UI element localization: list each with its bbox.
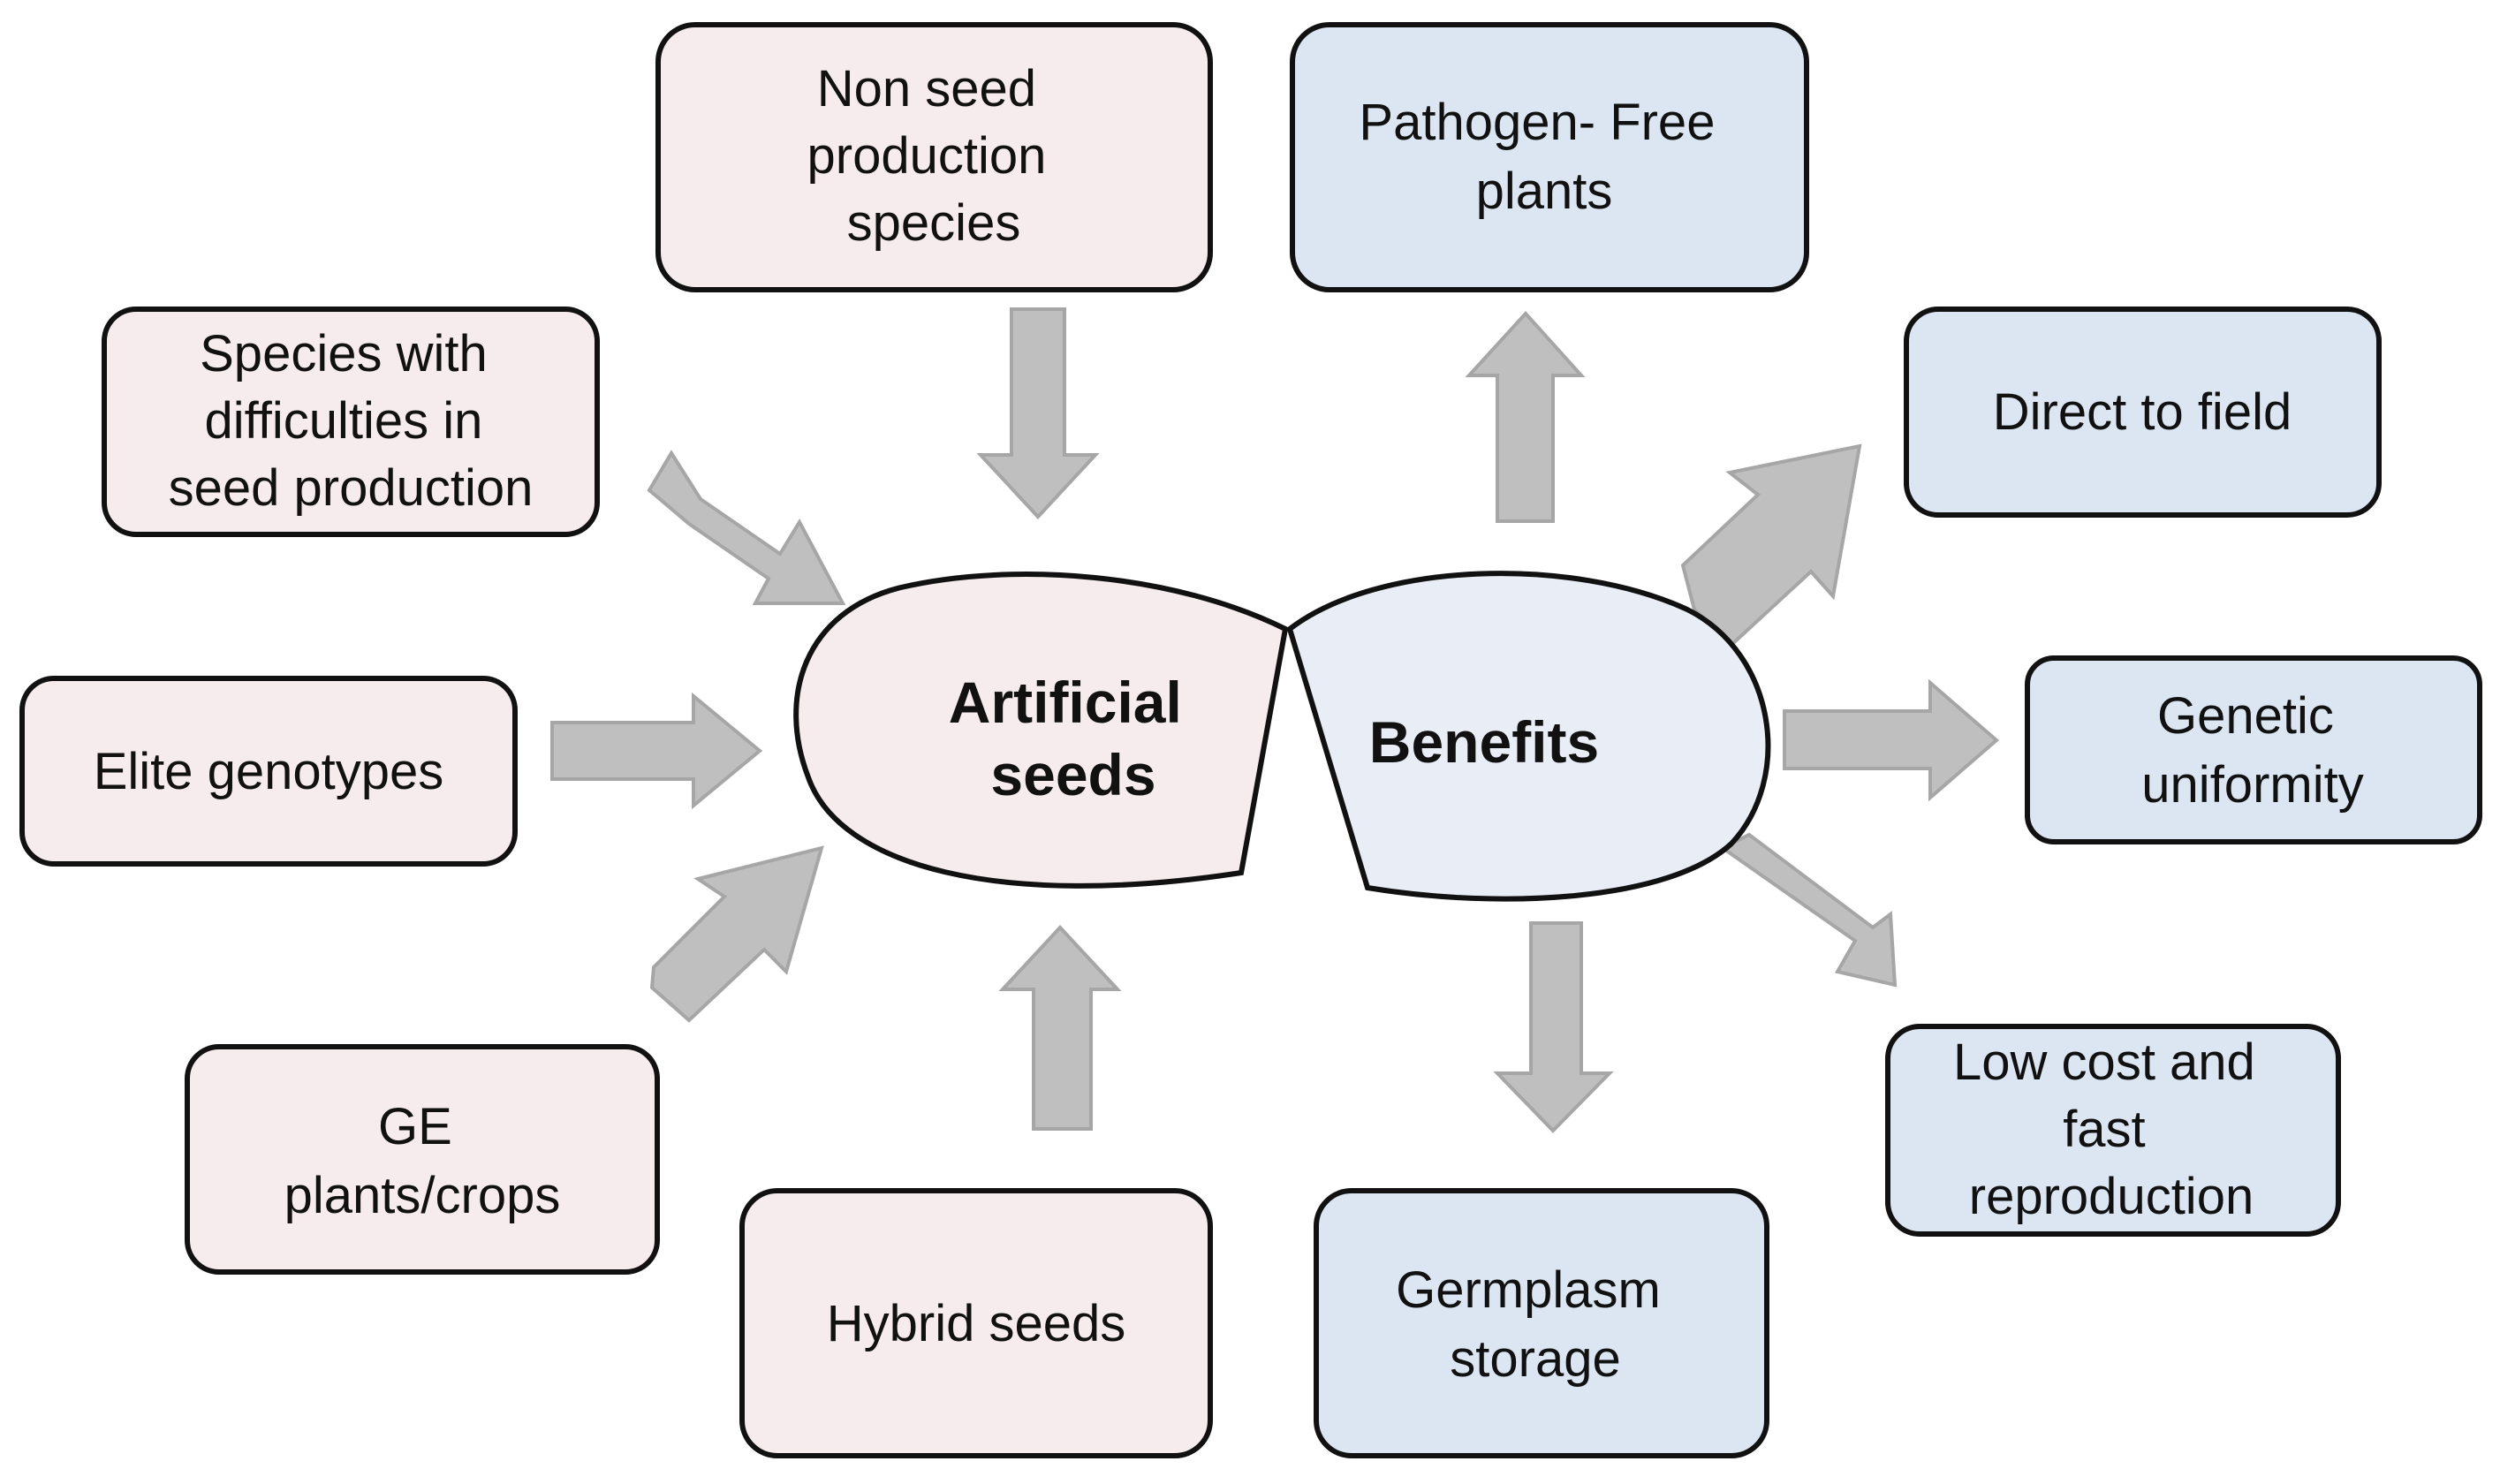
genetic-uniformity-line-1: Genetic	[2157, 687, 2334, 745]
species-difficulties-line-1: Species with	[200, 325, 488, 382]
arrow-from-elite-genotypes	[550, 692, 763, 810]
svg-text:Low cost and fast: Low cost and fast reproduction	[1953, 1034, 2269, 1225]
species-difficulties-line-3: seed production	[169, 459, 534, 517]
svg-text:GE plants/crops: GE plants/crops	[284, 1098, 561, 1224]
ge-plants-line-2: plants/crops	[284, 1167, 561, 1224]
pathogen-free-line-1: Pathogen- Free	[1359, 94, 1715, 151]
svg-text:Elite genotypes: Elite genotypes	[94, 743, 444, 800]
svg-text:Direct to field: Direct to field	[1993, 383, 2292, 441]
benefit-boxes: Pathogen- Free plants Direct to field Ge…	[1290, 22, 2482, 1458]
germplasm-line-2: storage	[1450, 1330, 1620, 1388]
low-cost-line-3: reproduction	[1969, 1168, 2254, 1225]
low-cost-line-1: Low cost and	[1953, 1034, 2255, 1091]
benefits-label: Benefits	[1369, 709, 1599, 775]
species-difficulties-line-2: difficulties in	[205, 392, 483, 450]
arrow-to-pathogen-free	[1465, 311, 1586, 523]
svg-text:Artificial seeds: Artificial seeds	[949, 670, 1198, 807]
svg-text:Non seed production: Non seed production species	[807, 60, 1061, 252]
germplasm-line-1: Germplasm	[1396, 1261, 1661, 1319]
source-box-ge-plants-crops: GE plants/crops	[185, 1044, 660, 1275]
benefit-box-genetic-uniformity: Genetic uniformity	[2025, 655, 2482, 844]
direct-to-field-line-1: Direct to field	[1993, 383, 2292, 441]
arrow-to-low-cost	[1719, 832, 1898, 988]
benefits-shape	[1286, 571, 1771, 902]
pathogen-free-line-2: plants	[1476, 163, 1613, 220]
benefit-box-pathogen-free-plants: Pathogen- Free plants	[1290, 22, 1809, 292]
arrows	[550, 307, 2000, 1133]
arrow-to-germplasm	[1493, 921, 1614, 1133]
arrow-from-species-difficulties	[647, 450, 846, 605]
svg-text:Species with difficult: Species with difficulties in seed produc…	[169, 325, 534, 517]
non-seed-line-1: Non seed	[817, 60, 1036, 117]
svg-text:Genetic uniformity: Genetic uniformity	[2141, 687, 2363, 814]
svg-text:Germplasm storage: Germplasm storage	[1396, 1261, 1675, 1388]
center-seed: Artificial seeds Benefits	[793, 571, 1771, 902]
artificial-seeds-label-line-2: seeds	[990, 742, 1155, 807]
svg-text:Pathogen- Free plants: Pathogen- Free plants	[1359, 94, 1729, 220]
artificial-seeds-shape	[793, 572, 1289, 889]
non-seed-line-3: species	[847, 194, 1021, 252]
hybrid-seeds-line-1: Hybrid seeds	[827, 1295, 1125, 1352]
source-box-elite-genotypes: Elite genotypes	[19, 676, 518, 867]
artificial-seeds-label-line-1: Artificial	[949, 670, 1182, 735]
source-box-species-with-difficulties: Species with difficulties in seed produc…	[102, 307, 600, 537]
benefit-box-direct-to-field: Direct to field	[1904, 307, 2382, 518]
source-box-non-seed-production-species: Non seed production species	[655, 22, 1213, 292]
genetic-uniformity-line-2: uniformity	[2141, 756, 2363, 814]
svg-text:Hybrid seeds: Hybrid seeds	[827, 1295, 1125, 1352]
source-boxes: Non seed production species Species with…	[19, 22, 1213, 1458]
ge-plants-line-1: GE	[378, 1098, 452, 1155]
benefit-box-low-cost-fast-reproduction: Low cost and fast reproduction	[1885, 1024, 2341, 1237]
benefit-box-germplasm-storage: Germplasm storage	[1314, 1188, 1769, 1458]
arrow-from-ge-plants	[649, 845, 824, 1023]
arrow-to-genetic-uniformity	[1783, 678, 2000, 802]
elite-genotypes-line-1: Elite genotypes	[94, 743, 444, 800]
non-seed-line-2: production	[807, 127, 1047, 185]
low-cost-line-2: fast	[2063, 1101, 2146, 1158]
arrow-from-hybrid-seeds	[998, 925, 1122, 1131]
arrow-to-direct-field	[1680, 443, 1862, 647]
source-box-hybrid-seeds: Hybrid seeds	[739, 1188, 1213, 1458]
arrow-from-non-seed	[976, 307, 1100, 519]
